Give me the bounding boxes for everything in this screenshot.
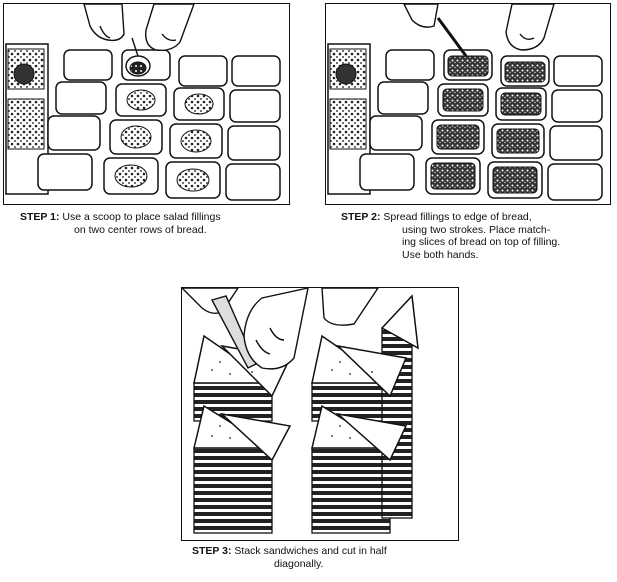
step2-label: STEP 2:	[341, 211, 381, 223]
step2-line1: STEP 2: Spread fillings to edge of bread…	[341, 211, 560, 224]
step1-caption: STEP 1: Use a scoop to place salad filli…	[20, 211, 221, 236]
step1-line1: STEP 1: Use a scoop to place salad filli…	[20, 211, 221, 224]
step2-text-2: using two strokes. Place match-	[402, 223, 551, 236]
step3-text-2: diagonally.	[274, 557, 324, 570]
step3-label: STEP 3:	[192, 545, 232, 557]
step2-illustration	[325, 3, 611, 205]
step2-caption: STEP 2: Spread fillings to edge of bread…	[341, 211, 560, 261]
step2-text-3: ing slices of bread on top of filling.	[402, 236, 561, 248]
step3-illustration	[181, 287, 459, 541]
step3-caption: STEP 3: Stack sandwiches and cut in half…	[192, 545, 387, 570]
step1-text-1: Use a scoop to place salad fillings	[62, 211, 221, 223]
step3-line1: STEP 3: Stack sandwiches and cut in half	[192, 545, 387, 558]
step1-text-2: on two center rows of bread.	[74, 223, 207, 236]
step2-text-1: Spread fillings to edge of bread,	[383, 211, 532, 223]
step3-text-1: Stack sandwiches and cut in half	[234, 545, 387, 557]
spread-and-cover-drawing	[327, 4, 603, 201]
stack-and-cut-drawing	[182, 288, 419, 534]
step1-label: STEP 1:	[20, 211, 60, 223]
step1-illustration	[3, 3, 290, 205]
step2-text-4: Use both hands.	[402, 248, 479, 261]
bread-grid-with-scoop-drawing	[5, 4, 281, 201]
